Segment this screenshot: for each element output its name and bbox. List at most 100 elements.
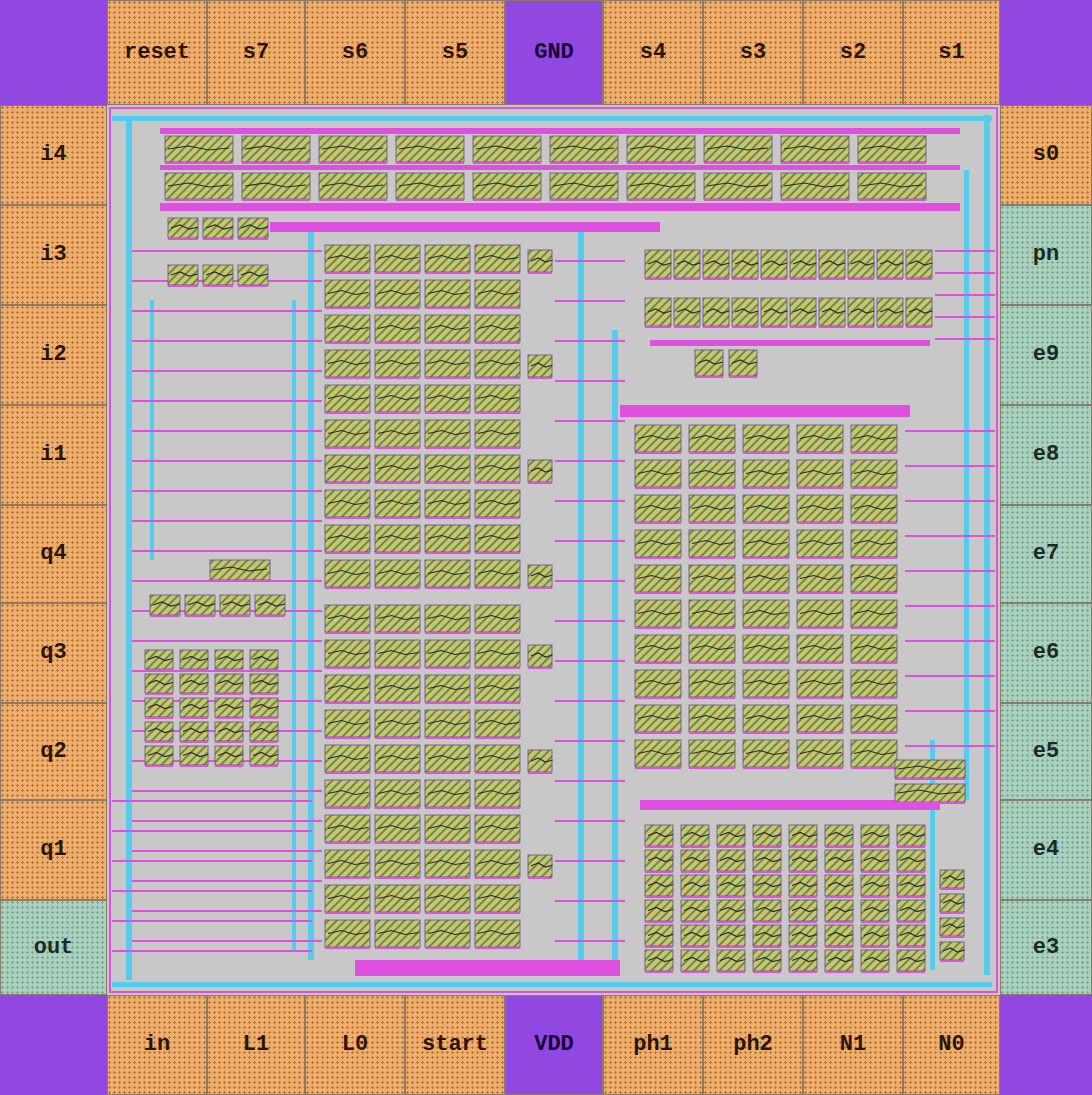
cell-rail	[753, 846, 781, 848]
cell-rail	[825, 921, 853, 923]
cell-rail	[717, 971, 745, 973]
cell-detail	[854, 646, 895, 650]
standard-cell	[180, 674, 208, 693]
cell-detail	[851, 261, 874, 265]
cell-rail	[851, 627, 897, 629]
standard-cell	[215, 698, 243, 717]
standard-cell	[396, 136, 464, 162]
cell-detail	[900, 883, 925, 887]
standard-cell	[375, 455, 420, 482]
cell-detail	[943, 900, 965, 904]
standard-cell	[475, 420, 520, 447]
cell-rail	[375, 807, 420, 809]
standard-cell	[325, 490, 370, 517]
cell-detail	[478, 326, 519, 330]
cell-rail	[703, 278, 729, 280]
metal-wire	[935, 272, 995, 274]
cell-detail	[183, 657, 208, 661]
standard-cell	[425, 420, 470, 447]
standard-cell	[704, 136, 772, 162]
metal-wire	[905, 570, 995, 572]
standard-cell	[689, 460, 735, 487]
standard-cell	[704, 173, 772, 199]
pin-name: e6	[1033, 642, 1059, 664]
cell-rail	[681, 921, 709, 923]
standard-cell	[475, 245, 520, 272]
cell-detail	[720, 933, 745, 937]
cell-detail	[677, 309, 700, 313]
standard-cell	[425, 780, 470, 807]
cell-rail	[627, 199, 695, 201]
standard-cell	[425, 490, 470, 517]
cell-rail	[689, 557, 735, 559]
cell-rail	[743, 487, 789, 489]
cell-detail	[328, 791, 369, 795]
cell-rail	[396, 162, 464, 164]
cell-detail	[746, 681, 787, 685]
cell-detail	[328, 826, 369, 830]
standard-cell	[743, 600, 789, 627]
io-pad: L1	[207, 995, 305, 1095]
cell-detail	[171, 272, 198, 276]
standard-cell	[325, 815, 370, 842]
cell-detail	[378, 791, 419, 795]
cell-rail	[789, 896, 817, 898]
cell-rail	[528, 272, 552, 274]
standard-cell	[325, 315, 370, 342]
cell-rail	[717, 871, 745, 873]
pin-name: e5	[1033, 741, 1059, 763]
cell-rail	[645, 326, 671, 328]
standard-cell	[825, 825, 853, 846]
metal-wire	[132, 490, 322, 492]
cell-rail	[940, 936, 964, 938]
standard-cell	[180, 698, 208, 717]
core-ring	[110, 108, 997, 992]
cell-rail	[475, 702, 520, 704]
standard-cell	[717, 875, 745, 896]
cell-detail	[531, 863, 553, 867]
cell-rail	[319, 199, 387, 201]
metal-wire	[905, 500, 995, 502]
io-pad: e9	[1000, 305, 1092, 405]
standard-cell	[550, 173, 618, 199]
cell-detail	[183, 705, 208, 709]
standard-cell	[789, 875, 817, 896]
pin-name: s4	[640, 42, 666, 64]
cell-detail	[756, 908, 781, 912]
metal-wire	[555, 940, 625, 942]
metal-wire	[132, 580, 322, 582]
standard-cell	[473, 173, 541, 199]
standard-cell	[895, 760, 965, 778]
cell-rail	[242, 199, 310, 201]
cell-detail	[428, 896, 469, 900]
cell-rail	[704, 199, 772, 201]
cell-rail	[475, 772, 520, 774]
cell-detail	[756, 858, 781, 862]
cell-rail	[425, 632, 470, 634]
cell-rail	[851, 697, 897, 699]
cell-rail	[528, 377, 552, 379]
cell-detail	[531, 468, 553, 472]
standard-cell	[375, 885, 420, 912]
cell-rail	[375, 667, 420, 669]
standard-cell	[475, 675, 520, 702]
pin-name: ph2	[733, 1034, 773, 1056]
standard-cell	[897, 925, 925, 946]
standard-cell	[790, 250, 816, 278]
cell-rail	[645, 946, 673, 948]
standard-cell	[797, 705, 843, 732]
cell-rail	[797, 767, 843, 769]
cell-rail	[781, 162, 849, 164]
io-pad: s0	[1000, 105, 1092, 205]
standard-cell	[906, 298, 932, 326]
cell-detail	[378, 861, 419, 865]
standard-cell	[375, 490, 420, 517]
cell-rail	[375, 272, 420, 274]
cell-detail	[698, 360, 723, 364]
pin-name: GND	[534, 42, 574, 64]
standard-cell	[475, 605, 520, 632]
standard-cell	[425, 560, 470, 587]
standard-cell	[325, 420, 370, 447]
cell-detail	[792, 908, 817, 912]
standard-cell	[475, 745, 520, 772]
